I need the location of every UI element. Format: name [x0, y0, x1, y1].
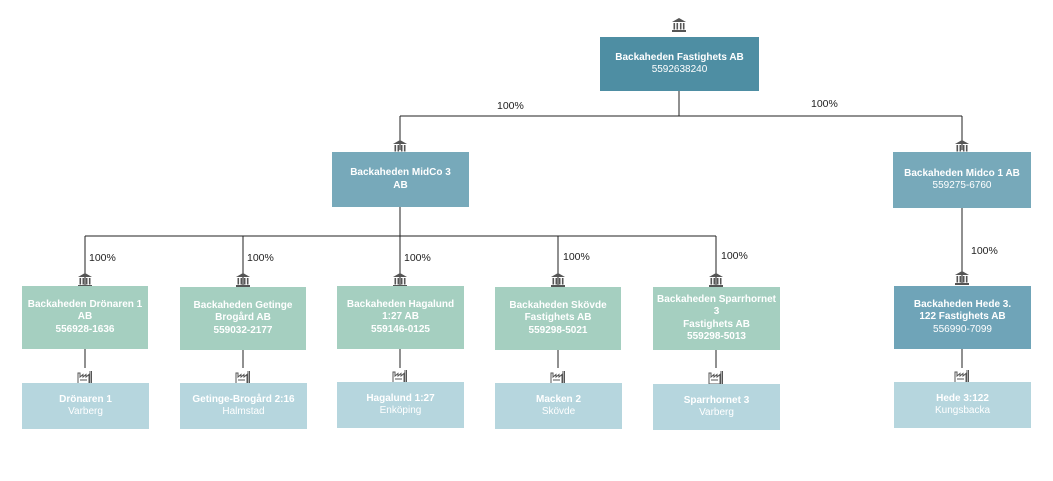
node-name-line2: AB [393, 179, 408, 191]
node-name-line2: 122 Fastighets AB [919, 311, 1006, 323]
bank-building-icon [709, 273, 723, 287]
factory-building-icon [77, 371, 92, 385]
node-name: Backaheden Hagalund [346, 298, 455, 310]
property-city: Varberg [699, 407, 734, 418]
bank-building-icon [955, 271, 969, 285]
ownership-label: 100% [404, 252, 431, 264]
property-name: Sparrhornet 3 [683, 394, 750, 406]
bank-building-icon [551, 273, 565, 287]
property-name: Hagalund 1:27 [366, 392, 435, 404]
node-org-number: 559298-5013 [687, 331, 746, 342]
factory-building-icon [708, 371, 723, 385]
node-getinge[interactable]: Backaheden Getinge Brogård AB 559032-217… [180, 287, 306, 350]
node-hede[interactable]: Backaheden Hede 3. 122 Fastighets AB 556… [894, 286, 1031, 349]
node-name: Backaheden Getinge [193, 299, 293, 311]
node-name: Backaheden MidCo 3 [350, 167, 451, 178]
node-org-number: 556990-7099 [933, 323, 992, 335]
property-name: Getinge-Brogård 2:16 [192, 393, 295, 405]
node-midco-1[interactable]: Backaheden Midco 1 AB 559275-6760 [893, 152, 1031, 208]
node-org-number: 5592638240 [651, 64, 708, 75]
property-name: Macken 2 [535, 393, 582, 405]
node-skovde[interactable]: Backaheden Skövde Fastighets AB 559298-5… [495, 287, 621, 350]
property-city: Varberg [68, 406, 103, 417]
node-sparrhornet[interactable]: Backaheden Sparrhornet 3 Fastighets AB 5… [653, 287, 780, 350]
property-sparrhornet[interactable]: Sparrhornet 3 Varberg [653, 384, 780, 430]
node-name: Backaheden Hede 3. [913, 298, 1012, 310]
property-dronaren[interactable]: Drönaren 1 Varberg [22, 383, 149, 429]
property-city: Halmstad [222, 406, 265, 417]
node-org-number: 559146-0125 [371, 323, 430, 335]
node-org-number: 559298-5021 [528, 324, 588, 336]
ownership-label: 100% [563, 251, 590, 263]
property-city: Enköping [379, 405, 422, 416]
bank-building-icon [236, 273, 250, 287]
node-name: Backaheden Sparrhornet 3 [657, 293, 776, 318]
node-name: Backaheden Skövde [509, 299, 607, 311]
node-name: Backaheden Drönaren 1 [27, 298, 143, 310]
node-name: Backaheden Midco 1 AB [904, 167, 1020, 179]
node-name-line2: Fastighets AB [524, 312, 592, 324]
node-name-line2: Brogård AB [215, 312, 271, 324]
property-getinge[interactable]: Getinge-Brogård 2:16 Halmstad [180, 383, 307, 429]
node-org-number: 556928-1636 [55, 323, 115, 335]
node-name-line2: AB [77, 311, 93, 323]
property-name: Hede 3:122 [936, 392, 989, 404]
node-name: Backaheden Fastighets AB [615, 51, 744, 63]
node-hagalund[interactable]: Backaheden Hagalund 1:27 AB 559146-0125 [337, 286, 464, 349]
property-hagalund[interactable]: Hagalund 1:27 Enköping [337, 382, 464, 428]
factory-building-icon [954, 370, 969, 384]
property-macken[interactable]: Macken 2 Skövde [495, 383, 622, 429]
ownership-label: 100% [721, 250, 748, 262]
property-city: Kungsbacka [934, 405, 991, 416]
bank-building-icon [672, 18, 686, 32]
property-name: Drönaren 1 [59, 393, 112, 405]
node-org-number: 559275-6760 [932, 180, 992, 191]
node-name-line2: Fastighets AB [683, 318, 750, 330]
node-dronaren[interactable]: Backaheden Drönaren 1 AB 556928-1636 [22, 286, 148, 349]
node-name-line2: 1:27 AB [382, 311, 419, 323]
factory-building-icon [550, 371, 565, 385]
factory-building-icon [235, 371, 250, 385]
factory-building-icon [392, 370, 407, 384]
ownership-label: 100% [89, 252, 116, 264]
node-backaheden-fastighets[interactable]: Backaheden Fastighets AB 5592638240 [600, 37, 759, 91]
node-midco-3[interactable]: Backaheden MidCo 3 AB [332, 152, 469, 207]
ownership-label: 100% [497, 100, 524, 112]
node-org-number: 559032-2177 [213, 324, 273, 336]
ownership-label: 100% [811, 98, 838, 110]
property-city: Skövde [541, 406, 576, 417]
property-hede[interactable]: Hede 3:122 Kungsbacka [894, 382, 1031, 428]
ownership-label: 100% [971, 245, 998, 257]
ownership-label: 100% [247, 252, 274, 264]
